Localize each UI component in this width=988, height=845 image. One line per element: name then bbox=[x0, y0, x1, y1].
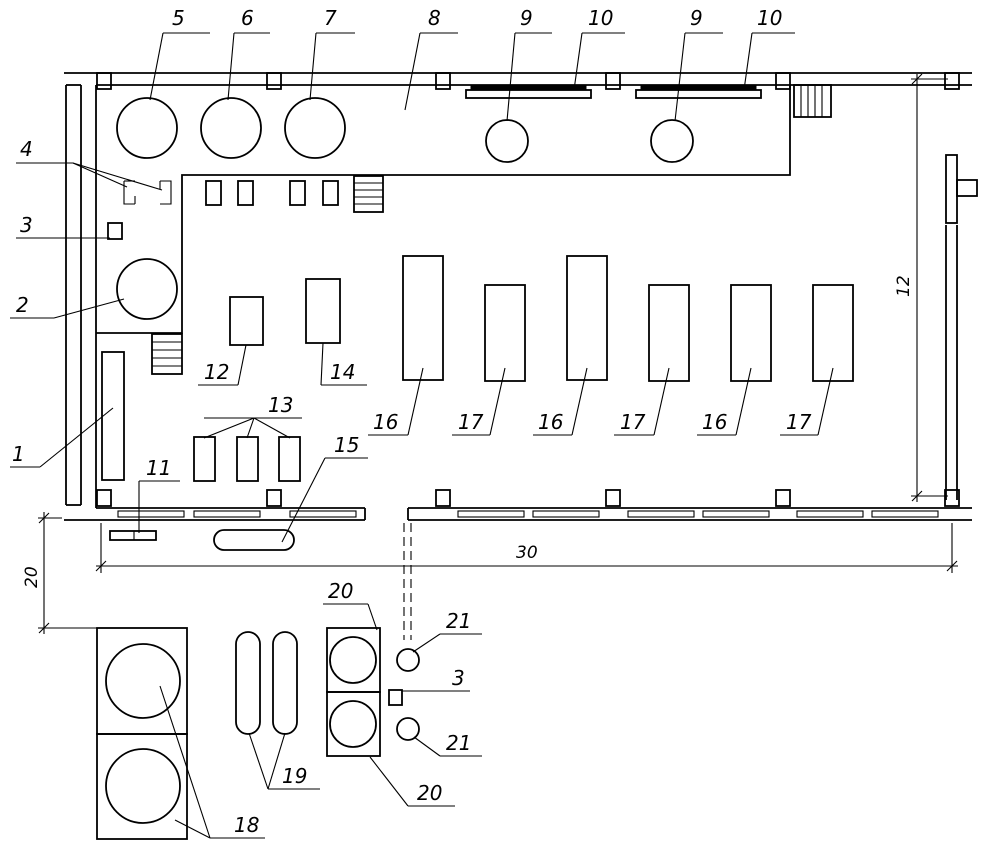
callout-14: 14 bbox=[330, 360, 355, 384]
dimension-length: 30 bbox=[516, 543, 538, 563]
machines-items-16-17 bbox=[402, 255, 854, 382]
platform-outline bbox=[96, 85, 791, 334]
tank-item-2 bbox=[116, 258, 178, 320]
callout-9a: 9 bbox=[520, 6, 533, 30]
bracket-units-item-4 bbox=[123, 180, 172, 205]
outdoor-equipment bbox=[96, 627, 420, 840]
dimension-width: 12 bbox=[894, 275, 914, 297]
dimension-labels: 30 12 20 bbox=[22, 275, 914, 588]
callout-16a: 16 bbox=[373, 410, 398, 434]
callout-16b: 16 bbox=[538, 410, 563, 434]
callout-17a: 17 bbox=[458, 410, 484, 434]
callout-17c: 17 bbox=[786, 410, 812, 434]
callout-7: 7 bbox=[324, 6, 337, 30]
callout-21b: 21 bbox=[446, 731, 471, 755]
tanks-upper bbox=[116, 97, 694, 163]
columns bbox=[96, 72, 960, 507]
dimension-lines bbox=[38, 73, 958, 634]
left-wall bbox=[65, 84, 82, 506]
callout-5: 5 bbox=[172, 6, 185, 30]
stairs bbox=[151, 84, 832, 375]
outside-units bbox=[109, 529, 295, 551]
dashed-pipe bbox=[403, 523, 412, 640]
units-item-13 bbox=[193, 436, 301, 482]
long-unit-item-1 bbox=[101, 351, 125, 481]
callout-10a: 10 bbox=[588, 6, 613, 30]
bottom-wall bbox=[64, 507, 972, 521]
unit-item-12 bbox=[229, 296, 264, 346]
callout-4: 4 bbox=[20, 137, 33, 161]
callout-12: 12 bbox=[204, 360, 229, 384]
small-box-item-3 bbox=[107, 222, 123, 240]
callout-6: 6 bbox=[241, 6, 254, 30]
callout-19: 19 bbox=[282, 764, 307, 788]
callout-21a: 21 bbox=[446, 609, 471, 633]
callout-17b: 17 bbox=[620, 410, 646, 434]
top-wall bbox=[64, 72, 972, 508]
callout-3a: 3 bbox=[20, 213, 33, 237]
callout-15: 15 bbox=[334, 433, 359, 457]
callout-13: 13 bbox=[268, 393, 293, 417]
callout-2: 2 bbox=[16, 293, 29, 317]
callout-1: 1 bbox=[12, 442, 25, 466]
unit-item-14 bbox=[305, 278, 341, 344]
right-wall bbox=[945, 154, 978, 500]
callout-labels: 5 6 7 8 9 10 9 10 4 3 2 1 11 12 13 14 15… bbox=[12, 6, 812, 837]
callout-8: 8 bbox=[428, 6, 441, 30]
dimension-offset: 20 bbox=[22, 566, 42, 588]
callout-20a: 20 bbox=[328, 579, 353, 603]
callout-9b: 9 bbox=[690, 6, 703, 30]
callout-16c: 16 bbox=[702, 410, 727, 434]
callout-3b: 3 bbox=[452, 666, 465, 690]
small-units bbox=[205, 180, 339, 206]
callout-18: 18 bbox=[234, 813, 259, 837]
leader-lines bbox=[10, 32, 834, 839]
callout-11: 11 bbox=[146, 456, 171, 480]
callout-20b: 20 bbox=[417, 781, 442, 805]
callout-10b: 10 bbox=[757, 6, 782, 30]
panel-item-10 bbox=[465, 84, 762, 99]
